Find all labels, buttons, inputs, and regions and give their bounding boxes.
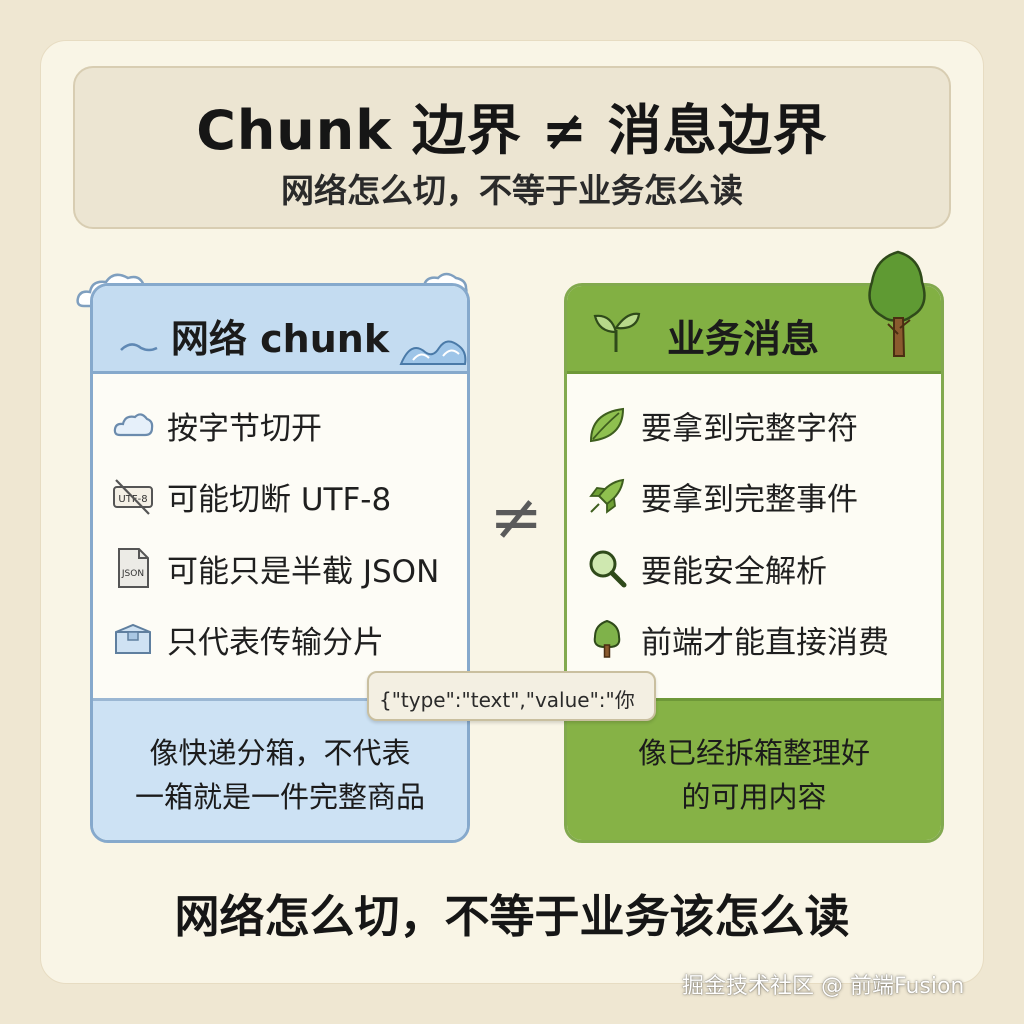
network-chunk-title: 网络 chunk (170, 317, 390, 361)
footer-line: 像已经拆箱整理好 (637, 736, 870, 770)
business-message-panel: 业务消息 要拿到完整字符 要拿到完整事件 要能安全解析 前端才能直接消费 (564, 283, 944, 843)
list-item: 要能安全解析 (585, 544, 827, 592)
package-box-icon (115, 623, 151, 654)
business-message-title: 业务消息 (667, 317, 820, 361)
item-label: 要能安全解析 (641, 553, 827, 590)
item-label: 只代表传输分片 (167, 624, 384, 661)
item-label: 前端才能直接消费 (641, 624, 889, 661)
svg-text:JSON: JSON (121, 569, 144, 579)
not-equal-symbol: ≠ (489, 481, 543, 555)
title-banner (73, 66, 951, 229)
wave-line-icon (120, 343, 158, 352)
footer-line: 像快递分箱，不代表 (149, 736, 411, 770)
business-message-footer: 像已经拆箱整理好 的可用内容 (567, 698, 941, 840)
list-item: JSON 可能只是半截 JSON (111, 544, 439, 592)
item-label: 要拿到完整字符 (641, 410, 858, 447)
list-item: 只代表传输分片 (111, 615, 384, 663)
item-label: 按字节切开 (167, 410, 322, 447)
sprout-icon (593, 312, 641, 352)
page-subtitle: 网络怎么切，不等于业务怎么读 (281, 171, 743, 210)
wave-icon (399, 340, 467, 365)
magnifier-icon (589, 550, 627, 588)
json-snippet-tag: {"type":"text","value":"你 (367, 671, 656, 721)
footer-line: 一箱就是一件完整商品 (134, 780, 425, 814)
footer-line: 的可用内容 (681, 780, 827, 814)
svg-text:UTF-8: UTF-8 (118, 494, 147, 505)
list-item: 要拿到完整事件 (585, 472, 858, 520)
tree-decoration-icon (868, 250, 926, 357)
item-label: 要拿到完整事件 (641, 481, 858, 518)
network-chunk-panel: 网络 chunk 按字节切开 UTF-8 可能切断 UTF-8 JSON 可能只… (90, 283, 470, 843)
json-file-icon: JSON (118, 548, 149, 588)
list-item: UTF-8 可能切断 UTF-8 (111, 472, 391, 520)
item-label: 可能只是半截 JSON (167, 553, 440, 590)
cloud-icon (113, 413, 154, 437)
page-title: Chunk 边界 ≠ 消息边界 (196, 99, 828, 162)
conclusion-text: 网络怎么切，不等于业务该怎么读 (174, 890, 850, 943)
list-item: 前端才能直接消费 (585, 615, 889, 663)
leaf-icon (589, 407, 625, 443)
item-label: 可能切断 UTF-8 (167, 481, 392, 518)
list-item: 要拿到完整字符 (585, 401, 858, 449)
network-chunk-footer: 像快递分箱，不代表 一箱就是一件完整商品 (93, 698, 467, 840)
rocket-icon (589, 478, 625, 514)
list-item: 按字节切开 (111, 401, 322, 449)
watermark-text: 掘金技术社区 @ 前端Fusion (682, 974, 965, 999)
network-chunk-header: 网络 chunk (93, 286, 467, 374)
broken-utf8-icon: UTF-8 (113, 479, 153, 515)
tree-icon (593, 619, 621, 658)
